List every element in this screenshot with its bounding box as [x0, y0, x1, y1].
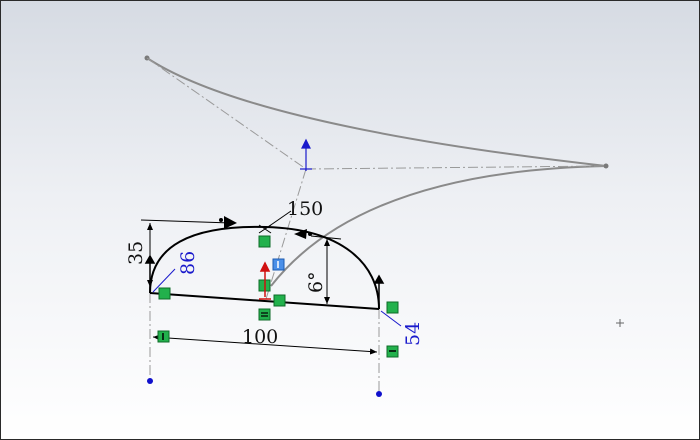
- reference-curve-bottom[interactable]: [270, 165, 607, 287]
- centerlines[interactable]: [146, 57, 607, 394]
- dimension-width[interactable]: [152, 334, 378, 355]
- leader-line: [152, 268, 176, 293]
- centerline[interactable]: [265, 168, 307, 300]
- reference-curve-top[interactable]: [146, 57, 607, 167]
- origin-point[interactable]: [376, 391, 382, 397]
- coincident-icon[interactable]: [273, 294, 286, 307]
- move-handle[interactable]: [300, 138, 312, 171]
- relation-markers[interactable]: [157, 235, 399, 358]
- centerline[interactable]: [146, 57, 307, 170]
- dimension-width-label[interactable]: 100: [242, 326, 278, 348]
- vertical-relation-icon[interactable]: [258, 308, 271, 321]
- tangent-icon[interactable]: [386, 301, 399, 314]
- cursor-crosshair-icon: [616, 319, 624, 327]
- dimension-arc-length-label[interactable]: 150: [287, 198, 323, 220]
- sketch-base-line[interactable]: [149, 292, 380, 310]
- dimension-angle[interactable]: [310, 235, 342, 304]
- sketch-point[interactable]: [308, 232, 312, 236]
- dimension-angle-label[interactable]: 6°: [305, 271, 327, 293]
- dimension-arc-length[interactable]: [258, 210, 292, 234]
- sketch-arc[interactable]: [149, 225, 380, 310]
- fixed-point-marker[interactable]: [259, 261, 271, 300]
- sketch-point[interactable]: [219, 218, 223, 222]
- dimension-right-tangent-label[interactable]: 54: [402, 322, 424, 346]
- dimension-left-tangent-label[interactable]: 86: [177, 251, 199, 275]
- dimension-height-label[interactable]: 35: [125, 241, 147, 265]
- centerline[interactable]: [305, 165, 607, 170]
- sketch-profile[interactable]: [149, 225, 380, 310]
- coincident-icon[interactable]: [258, 235, 271, 248]
- reference-endpoint[interactable]: [603, 163, 609, 169]
- tangent-markers: [144, 254, 385, 309]
- leader-line: [380, 310, 402, 327]
- reference-curves[interactable]: [146, 57, 607, 287]
- coincident-icon[interactable]: [158, 287, 171, 300]
- origin-point[interactable]: [147, 378, 153, 384]
